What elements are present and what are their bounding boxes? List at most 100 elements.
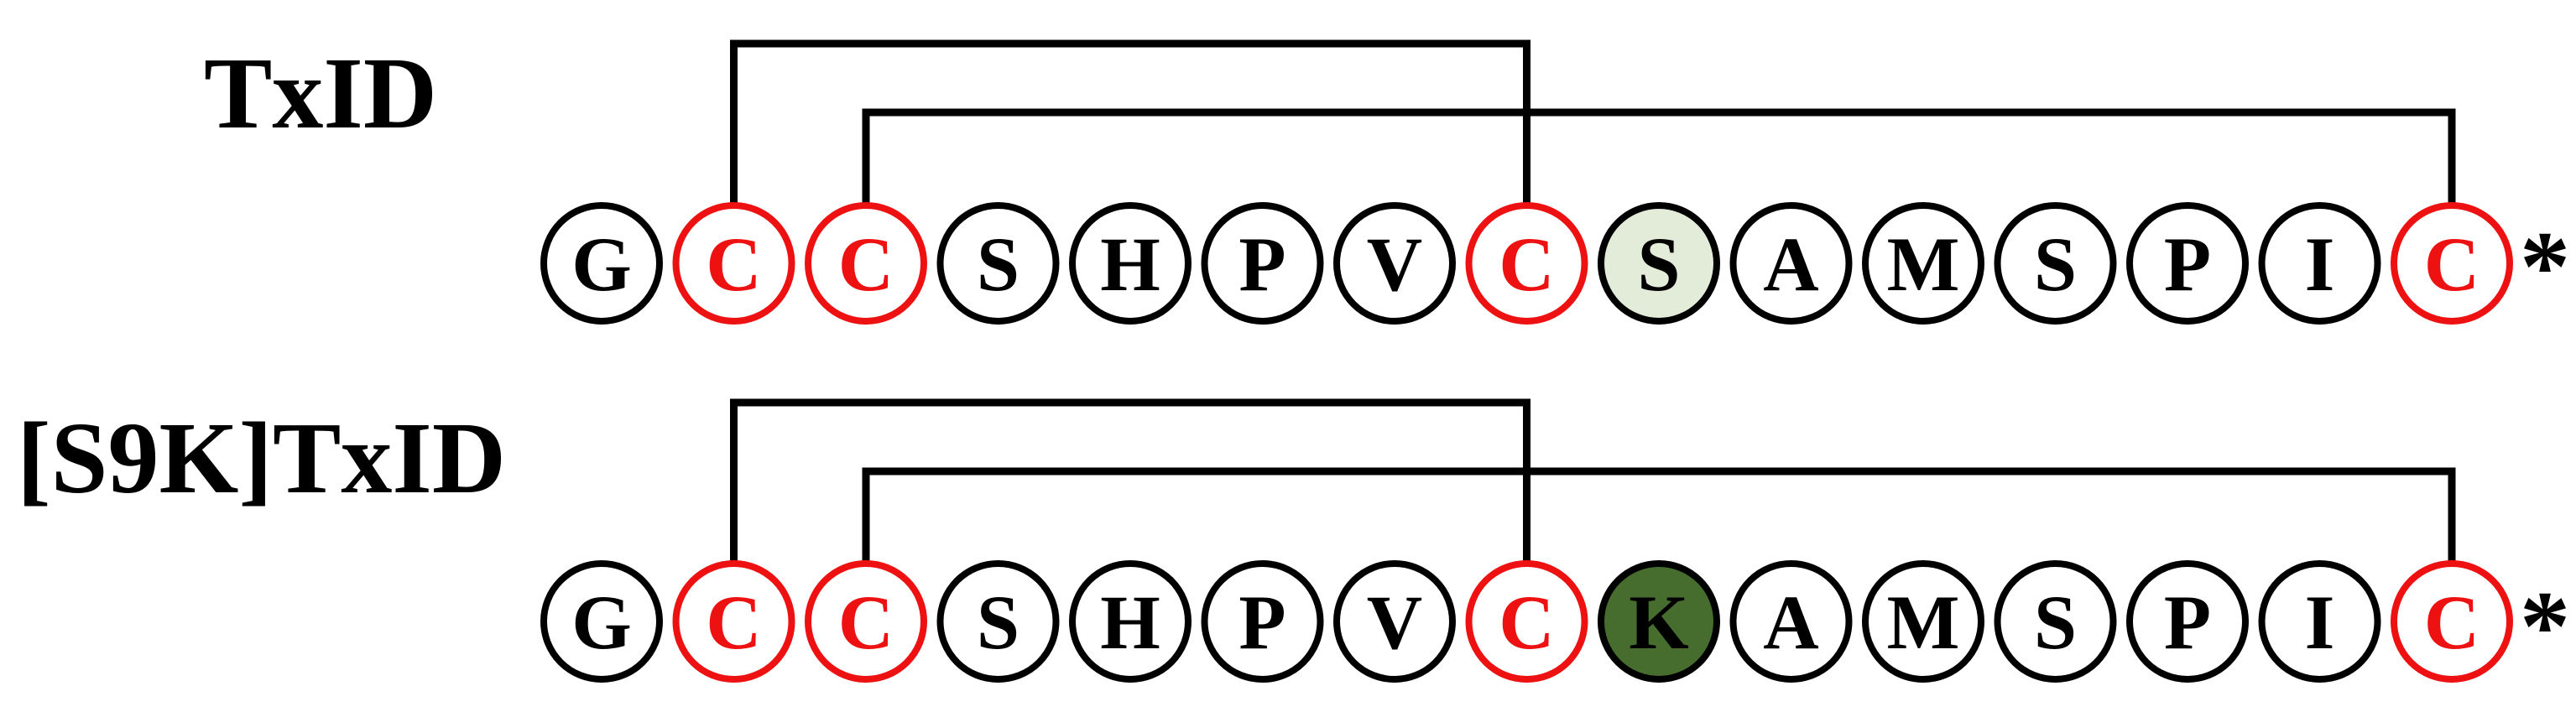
residue-letter: C bbox=[2424, 579, 2480, 665]
residue-letter: H bbox=[1100, 221, 1160, 307]
disulfide-bond bbox=[862, 467, 2456, 564]
residue-letter: P bbox=[2164, 579, 2211, 665]
residue-circle bbox=[1465, 202, 1588, 325]
residue-letter: C bbox=[1499, 579, 1554, 665]
residue-letter: S bbox=[977, 221, 1019, 307]
residue-g-1: G bbox=[540, 202, 663, 325]
residue-letter: C bbox=[838, 221, 894, 307]
residue-letter: G bbox=[571, 221, 632, 307]
residue-h-5: H bbox=[1069, 202, 1192, 325]
residue-s-9: S bbox=[1598, 202, 1720, 325]
residue-circle bbox=[672, 202, 795, 325]
residue-letter: K bbox=[1629, 579, 1689, 665]
residue-letter: P bbox=[1238, 579, 1285, 665]
residue-c-8: C bbox=[1465, 202, 1588, 325]
residue-a-10: A bbox=[1729, 202, 1853, 325]
residue-letter: M bbox=[1887, 221, 1960, 307]
residue-circle bbox=[2258, 560, 2381, 683]
residue-p-6: P bbox=[1201, 202, 1324, 325]
residue-circle bbox=[805, 202, 927, 325]
residue-letter: P bbox=[1238, 221, 1285, 307]
residue-letter: C bbox=[838, 579, 894, 665]
peptide-label-s9k-txid: [S9K]TxID bbox=[17, 402, 506, 515]
residue-circle bbox=[1729, 560, 1853, 683]
residue-m-11: M bbox=[1862, 560, 1984, 683]
residue-circle bbox=[1069, 202, 1192, 325]
residue-letter: C bbox=[1499, 221, 1554, 307]
residue-circle bbox=[540, 560, 663, 683]
residue-circle bbox=[1465, 560, 1588, 683]
residue-letter: C bbox=[706, 221, 761, 307]
c-terminal-amide-mark: * bbox=[2520, 210, 2570, 322]
residue-circle bbox=[936, 202, 1060, 325]
residue-circle bbox=[2126, 202, 2249, 325]
residue-p-13: P bbox=[2126, 560, 2249, 683]
residue-c-15: C bbox=[2391, 202, 2513, 325]
residue-letter: S bbox=[977, 579, 1019, 665]
residue-v-7: V bbox=[1333, 202, 1456, 325]
c-terminal-amide-mark: * bbox=[2520, 570, 2570, 682]
residue-circle bbox=[2126, 560, 2249, 683]
residue-p-13: P bbox=[2126, 202, 2249, 325]
residue-letter: S bbox=[2034, 221, 2077, 307]
residue-letter: S bbox=[2034, 579, 2077, 665]
residue-c-2: C bbox=[672, 202, 795, 325]
residue-circle bbox=[1598, 202, 1720, 325]
disulfide-bond bbox=[730, 39, 1530, 206]
residue-letter: C bbox=[2424, 221, 2480, 307]
residue-m-11: M bbox=[1862, 202, 1984, 325]
residue-circle bbox=[1333, 560, 1456, 683]
residue-circle bbox=[540, 202, 663, 325]
disulfide-bond-group bbox=[730, 39, 2456, 206]
residue-h-5: H bbox=[1069, 560, 1192, 683]
residue-circle bbox=[1862, 202, 1984, 325]
residue-letter: A bbox=[1763, 579, 1818, 665]
residue-a-10: A bbox=[1729, 560, 1853, 683]
residue-circle bbox=[1598, 560, 1720, 683]
residue-i-14: I bbox=[2258, 202, 2381, 325]
residue-s-12: S bbox=[1994, 560, 2117, 683]
residue-s-4: S bbox=[936, 202, 1060, 325]
residue-letter: S bbox=[1637, 221, 1680, 307]
residue-k-9: K bbox=[1598, 560, 1720, 683]
disulfide-bond bbox=[862, 108, 2456, 206]
residue-circle bbox=[1201, 560, 1324, 683]
residue-letter: H bbox=[1100, 579, 1160, 665]
residue-letter: M bbox=[1887, 579, 1960, 665]
residue-circle bbox=[1333, 202, 1456, 325]
residue-circle bbox=[1994, 202, 2117, 325]
residue-p-6: P bbox=[1201, 560, 1324, 683]
residue-letter: V bbox=[1367, 579, 1422, 665]
residue-s-12: S bbox=[1994, 202, 2117, 325]
residue-c-2: C bbox=[672, 560, 795, 683]
residue-c-3: C bbox=[805, 202, 927, 325]
residue-circle bbox=[2391, 202, 2513, 325]
residue-i-14: I bbox=[2258, 560, 2381, 683]
residue-letter: G bbox=[571, 579, 632, 665]
residue-g-1: G bbox=[540, 560, 663, 683]
residue-letter: P bbox=[2164, 221, 2211, 307]
residue-circle bbox=[2391, 560, 2513, 683]
residue-letter: I bbox=[2305, 221, 2335, 307]
residue-s-4: S bbox=[936, 560, 1060, 683]
residue-circle bbox=[2258, 202, 2381, 325]
residue-v-7: V bbox=[1333, 560, 1456, 683]
residue-circle bbox=[1994, 560, 2117, 683]
disulfide-bond-group bbox=[730, 398, 2456, 564]
residue-circle bbox=[672, 560, 795, 683]
residue-letter: I bbox=[2305, 579, 2335, 665]
residue-circle bbox=[1729, 202, 1853, 325]
residue-circle bbox=[1862, 560, 1984, 683]
residue-c-8: C bbox=[1465, 560, 1588, 683]
residue-letter: C bbox=[706, 579, 761, 665]
residue-c-15: C bbox=[2391, 560, 2513, 683]
residue-circle bbox=[1201, 202, 1324, 325]
peptide-label-txid: TxID bbox=[204, 37, 437, 150]
residue-circle bbox=[805, 560, 927, 683]
disulfide-bond bbox=[730, 398, 1530, 564]
